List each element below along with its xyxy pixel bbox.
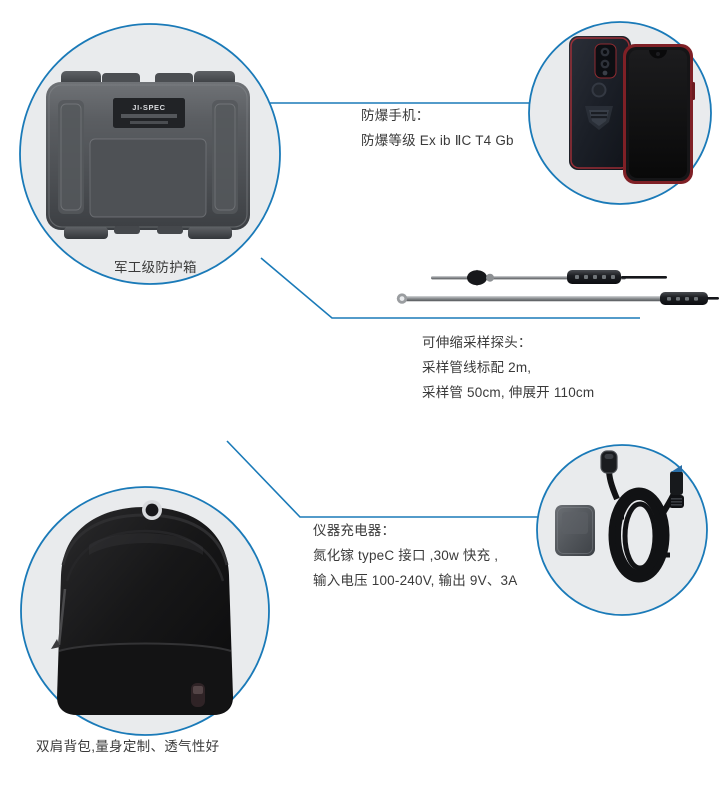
case-node: JI-SPEC (19, 23, 281, 285)
phone-callout-title: 防爆手机： (361, 108, 430, 123)
phone-callout: 防爆手机： 防爆等级 Ex ib ⅡC T4 Gb (361, 103, 514, 153)
backpack-node (20, 486, 270, 736)
charger-callout: 仪器充电器： 氮化镓 typeC 接口 ,30w 快充 , 输入电压 100-2… (313, 518, 517, 593)
probe-callout-title: 可伸缩采样探头： (422, 335, 532, 350)
backpack-photo (51, 500, 233, 715)
backpack-caption: 双肩背包,量身定制、透气性好 (36, 739, 220, 754)
protective-case-photo: JI-SPEC (46, 71, 250, 239)
phone-node (528, 21, 712, 205)
barrel-connector (669, 465, 684, 508)
case-caption: 军工级防护箱 (114, 260, 197, 275)
probe-node (396, 269, 719, 305)
probe-callout-line3: 采样管 50cm, 伸展开 110cm (422, 385, 595, 400)
charger-node (536, 444, 708, 616)
telescopic-probe-upper (431, 269, 667, 286)
probe-callout-line2: 采样管线标配 2m, (422, 360, 532, 375)
probe-callout: 可伸缩采样探头： 采样管线标配 2m, 采样管 50cm, 伸展开 110cm (422, 330, 594, 405)
charger-brick (555, 505, 595, 556)
telescopic-probe-lower (396, 292, 719, 305)
explosion-proof-phone-photo (569, 36, 695, 184)
case-brand-label: JI-SPEC (132, 103, 165, 112)
charger-callout-title: 仪器充电器： (313, 523, 396, 538)
charger-callout-line3: 输入电压 100-240V, 输出 9V、3A (313, 573, 518, 588)
charger-callout-line2: 氮化镓 typeC 接口 ,30w 快充 , (313, 548, 499, 563)
usb-c-connector (600, 450, 618, 474)
phone-callout-spec: 防爆等级 Ex ib ⅡC T4 Gb (361, 133, 514, 148)
